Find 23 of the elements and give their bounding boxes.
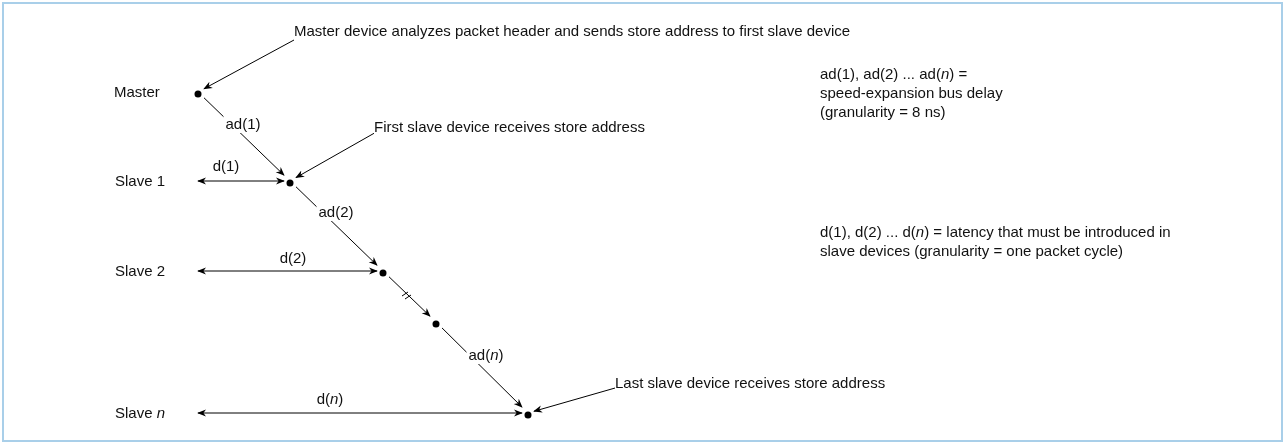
leader-arrow	[533, 387, 616, 413]
edge-label: ad(1)	[223, 115, 263, 133]
annotation-text: Last slave device receives store address	[615, 374, 945, 392]
note-text: d(1), d(2) ... d(n) = latency that must be introduced in slave devices (granularity = one packet cycle)	[820, 222, 1172, 260]
arrow	[441, 327, 523, 408]
arrow	[388, 276, 431, 317]
note-text: ad(1), ad(2) ... ad(n) = speed-expansion bus delay (granularity = 8 ns)	[820, 64, 1004, 121]
edge-label: d(n)	[314, 390, 346, 408]
device-label: Master	[114, 83, 184, 101]
double-arrow	[197, 409, 523, 417]
annotation-text: Master device analyzes packet header and sends store address to first slave device	[294, 22, 1094, 40]
leader-arrow	[203, 39, 295, 90]
annotation-text: First slave device receives store address	[374, 118, 704, 136]
edge-label: ad(n)	[466, 346, 506, 364]
double-arrow	[197, 177, 285, 185]
edge-label: ad(2)	[316, 203, 356, 221]
device-label: Slave 1	[115, 172, 198, 190]
leader-arrow	[295, 132, 375, 179]
double-arrow	[197, 267, 378, 275]
device-label: Slave 2	[115, 262, 198, 280]
device-label: Slave n	[115, 404, 198, 422]
edge-label: d(2)	[277, 249, 309, 267]
edge-label: d(1)	[210, 157, 242, 175]
